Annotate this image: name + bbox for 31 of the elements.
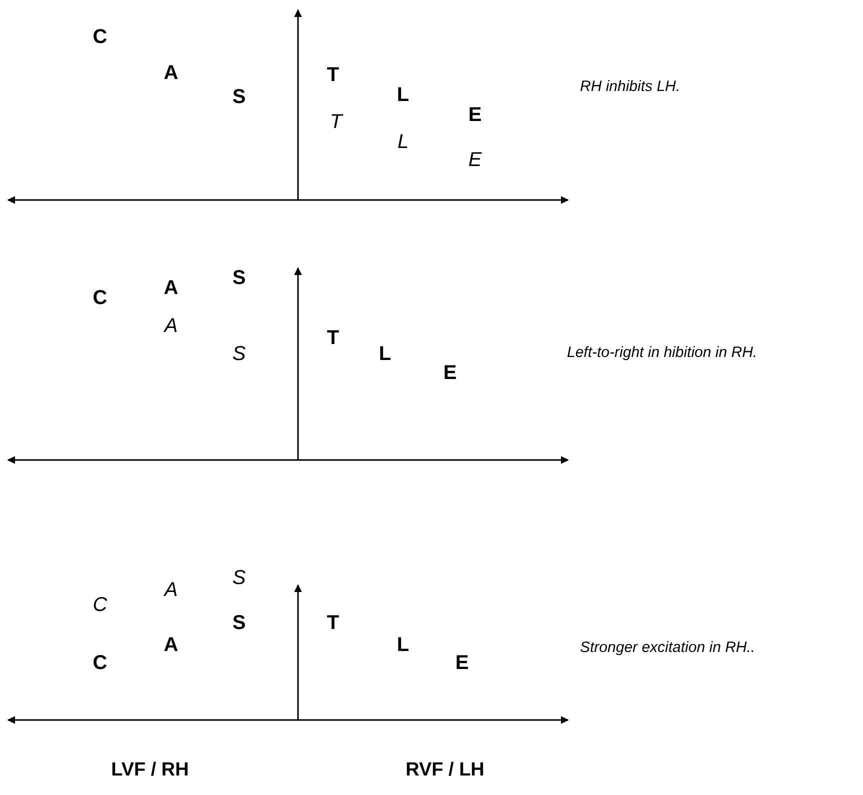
letter: T <box>326 613 340 633</box>
letter: T <box>326 65 340 85</box>
letter: A <box>164 635 178 655</box>
letter: C <box>92 27 108 47</box>
letter: T <box>330 112 342 132</box>
letter: E <box>455 653 469 673</box>
letter: C <box>92 653 108 673</box>
letter: E <box>468 105 482 125</box>
letter: A <box>164 580 178 600</box>
letter: C <box>92 288 108 308</box>
letter: C <box>92 595 108 615</box>
axis-label: LVF / RH <box>111 760 189 780</box>
letter: S <box>232 268 246 288</box>
letter: L <box>396 635 410 655</box>
letter: E <box>443 363 457 383</box>
annotation-note: Stronger excitation in RH.. <box>580 640 756 656</box>
letter: E <box>468 150 482 170</box>
letter: S <box>232 568 246 588</box>
letter: S <box>232 613 246 633</box>
letter: A <box>164 316 178 336</box>
annotation-note: RH inhibits LH. <box>580 78 680 96</box>
letter: S <box>232 344 246 364</box>
letter: L <box>397 132 409 152</box>
letter: A <box>164 63 178 83</box>
annotation-note: Left-to-right in hibition in RH. <box>567 344 758 362</box>
letter: S <box>232 87 246 107</box>
letter: L <box>378 344 392 364</box>
letter: T <box>326 328 340 348</box>
letter: L <box>396 85 410 105</box>
axis-label: RVF / LH <box>406 760 484 780</box>
letter: A <box>164 278 178 298</box>
